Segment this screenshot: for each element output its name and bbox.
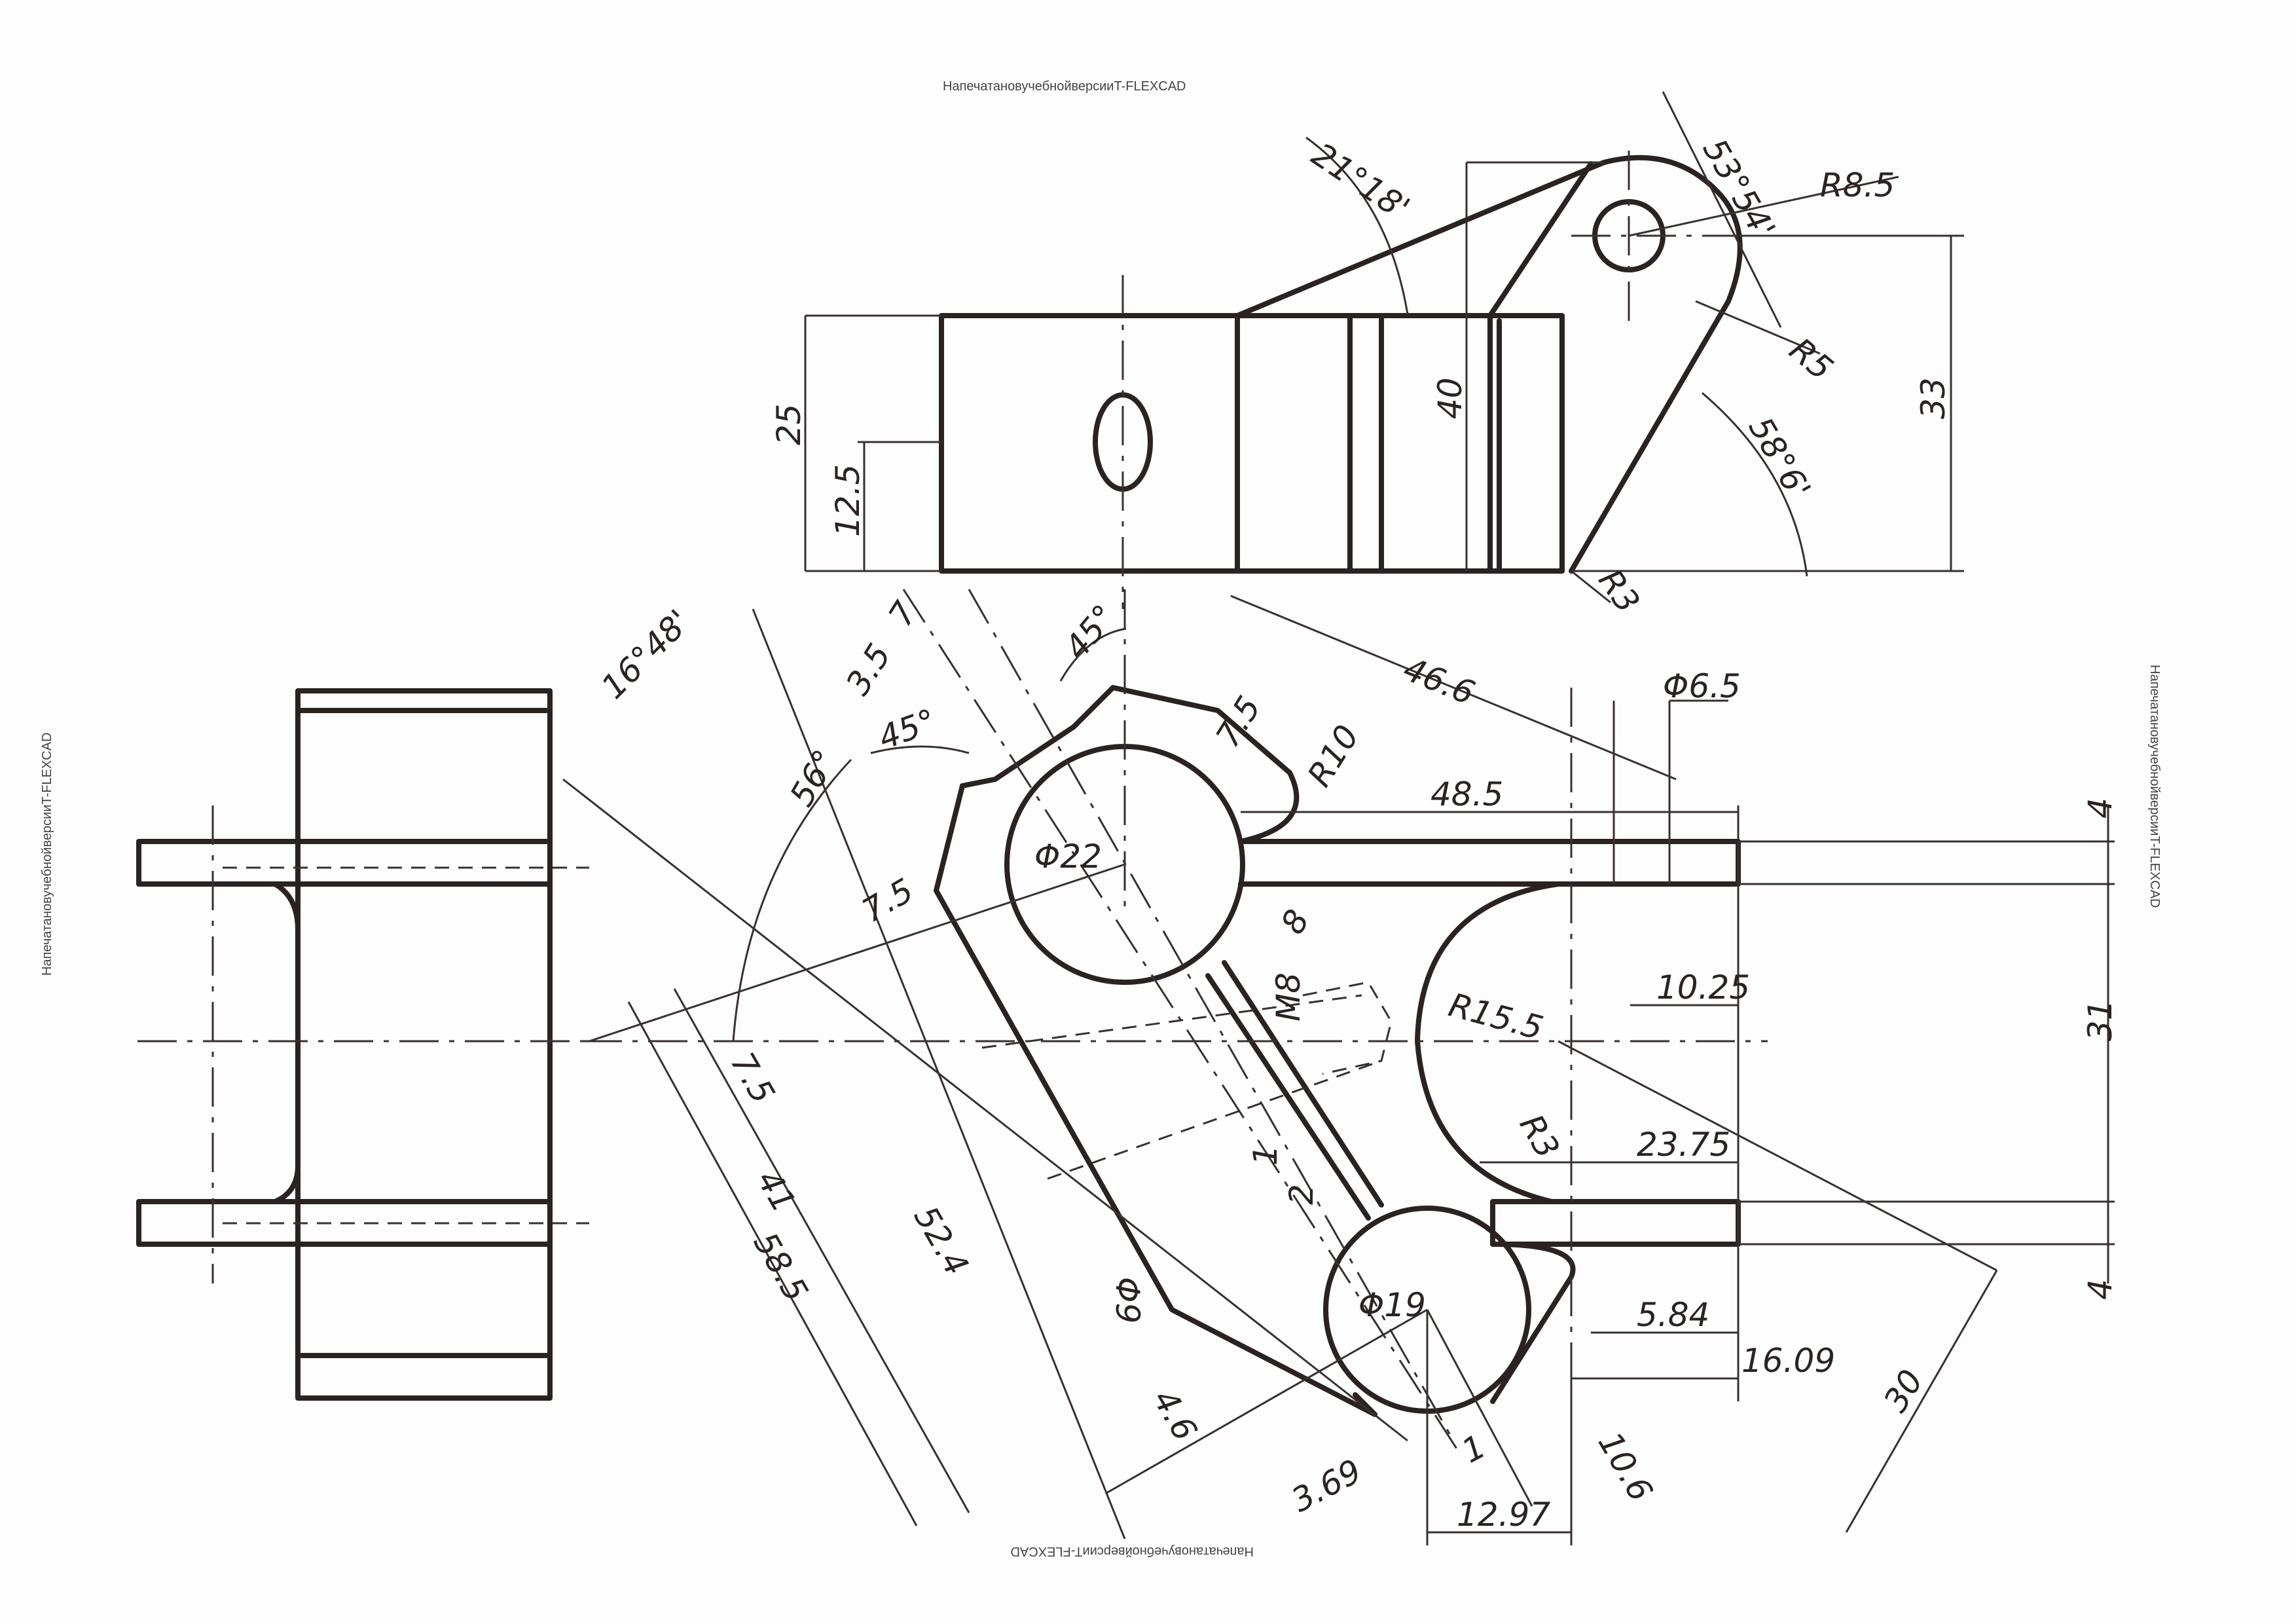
dim-10-25: 10.25 bbox=[1656, 969, 1750, 1006]
dim-7-5-low: 7.5 bbox=[723, 1046, 782, 1110]
arm-lower bbox=[1490, 1199, 1741, 1247]
dim-12-97: 12.97 bbox=[1457, 1496, 1550, 1534]
dim-58-5: 58.5 bbox=[746, 1226, 816, 1308]
dim-r5: R5 bbox=[1782, 331, 1840, 388]
dim-r3: R3 bbox=[1512, 1108, 1567, 1165]
top-view-outline bbox=[939, 313, 1565, 574]
dim-1: 1 bbox=[1247, 1145, 1285, 1166]
dim-angle-45-left: 45° bbox=[873, 701, 941, 757]
diagonal-body-left bbox=[934, 783, 1377, 1417]
dim-phi6-5: Φ6.5 bbox=[1663, 667, 1741, 705]
arm-upper bbox=[1238, 839, 1741, 887]
dim-3-5: 3.5 bbox=[839, 637, 898, 701]
dim-8: 8 bbox=[1273, 903, 1317, 940]
dim-52-4: 52.4 bbox=[907, 1200, 976, 1282]
dim-4-top: 4 bbox=[2081, 798, 2119, 819]
dim-5-84: 5.84 bbox=[1637, 1296, 1709, 1334]
dim-41: 41 bbox=[750, 1164, 803, 1219]
side-view bbox=[136, 688, 589, 1401]
side-view-flange-top bbox=[136, 839, 553, 887]
watermark-left: НапечатановучебнойверсииT-FLEXCAD bbox=[40, 733, 54, 976]
main-view: 16°48' 7 3.5 45° 45° 56° 7.5 R10 46.6 Φ6… bbox=[562, 589, 2119, 1545]
lug-outline bbox=[1235, 155, 1743, 574]
dim-r15-5: R15.5 bbox=[1445, 986, 1547, 1048]
dim-angle-58-6: 58°6' bbox=[1741, 411, 1818, 506]
dim-4-6: 4.6 bbox=[1146, 1383, 1205, 1447]
dim-angle-21-18: 21°18' bbox=[1305, 136, 1416, 228]
dim-2: 2 bbox=[1283, 1184, 1321, 1205]
dim-r8-5: R8.5 bbox=[1820, 166, 1895, 204]
dim-31: 31 bbox=[2081, 999, 2119, 1041]
dim-4-bottom: 4 bbox=[2081, 1279, 2119, 1300]
dim-7-5-mid: 7.5 bbox=[856, 871, 920, 930]
dim-46-6: 46.6 bbox=[1398, 650, 1480, 712]
dim-3-69: 3.69 bbox=[1285, 1452, 1368, 1519]
dim-angle-56: 56° bbox=[782, 743, 845, 813]
side-view-outline bbox=[295, 688, 553, 1401]
dim-16-09: 16.09 bbox=[1741, 1342, 1835, 1380]
dim-angle-45-top: 45° bbox=[1057, 598, 1123, 667]
arc-r15-5 bbox=[1415, 881, 1741, 1204]
dim-23-75: 23.75 bbox=[1637, 1126, 1730, 1164]
dim-7: 7 bbox=[881, 595, 924, 633]
dim-25: 25 bbox=[770, 403, 808, 445]
dim-33: 33 bbox=[1914, 377, 1952, 419]
watermark-right: НапечатановучебнойверсииT-FLEXCAD bbox=[2147, 665, 2162, 908]
watermark-bottom: НапечатановучебнойверсииT-FLEXCAD bbox=[1011, 1544, 1254, 1559]
dim-phi9: Φ9 bbox=[1108, 1277, 1146, 1323]
dim-phi19: Φ19 bbox=[1358, 1286, 1426, 1324]
dim-48-5: 48.5 bbox=[1430, 775, 1503, 813]
dim-phi22: Φ22 bbox=[1034, 838, 1102, 876]
watermark-top: НапечатановучебнойверсииT-FLEXCAD bbox=[943, 79, 1186, 94]
dim-m8: M8 bbox=[1269, 972, 1307, 1022]
top-view: 25 12.5 40 33 21°18' 53°54' R8.5 R5 58°6… bbox=[770, 91, 1964, 619]
dim-30: 30 bbox=[1876, 1363, 1931, 1419]
dim-12-5: 12.5 bbox=[829, 464, 867, 537]
upper-contour bbox=[1071, 685, 1300, 844]
side-view-flange-bottom bbox=[136, 1199, 553, 1247]
dim-40: 40 bbox=[1431, 377, 1469, 419]
dim-angle-16-48: 16°48' bbox=[594, 602, 697, 706]
dim-r10: R10 bbox=[1300, 718, 1366, 793]
dim-1-low: 1 bbox=[1455, 1427, 1491, 1470]
dim-10-6: 10.6 bbox=[1591, 1426, 1660, 1507]
